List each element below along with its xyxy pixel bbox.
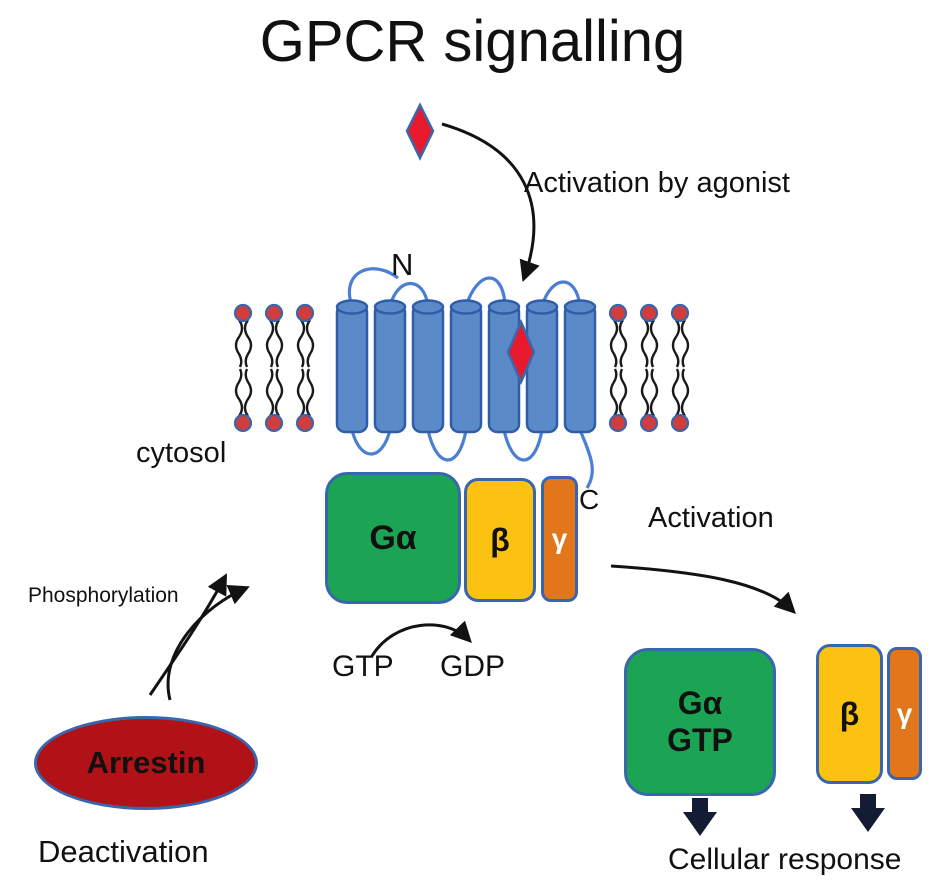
g-gamma-subunit: γ: [541, 476, 578, 602]
free-beta-subunit: β: [816, 644, 883, 784]
label-cytosol: cytosol: [136, 437, 227, 469]
free-gamma-subunit: γ: [887, 647, 922, 780]
arrestin-label: Arrestin: [86, 745, 206, 780]
agonist-diamond-free: [405, 102, 435, 161]
response-arrow-betagamma: [851, 794, 885, 832]
g-alpha-subunit: Gα: [325, 472, 461, 604]
g-beta-label: β: [490, 521, 510, 558]
free-beta-label: β: [839, 695, 860, 732]
arrestin-ellipse: Arrestin: [34, 716, 258, 810]
g-beta-subunit: β: [464, 478, 536, 602]
g-alpha-gtp-subunit: Gα GTP: [624, 648, 776, 796]
tm-helix: [525, 302, 559, 434]
label-c-terminus: C: [579, 484, 600, 515]
label-gtp: GTP: [332, 650, 394, 683]
tm-helix: [373, 302, 407, 434]
tm-helix: [335, 302, 369, 434]
receptor-loops: [347, 267, 594, 489]
g-alpha-gtp-label-top: Gα: [677, 685, 723, 722]
label-phosphorylation: Phosphorylation: [28, 584, 179, 607]
tm-helix: [563, 302, 597, 434]
label-activation: Activation: [648, 502, 774, 534]
label-gdp: GDP: [440, 650, 506, 683]
phosphorylation-arrow-1: [148, 573, 227, 696]
phosphorylation-arrow-2: [166, 584, 250, 701]
g-gamma-label: γ: [551, 523, 568, 554]
label-deactivation: Deactivation: [38, 834, 209, 869]
g-alpha-gtp-label-bottom: GTP: [667, 722, 733, 758]
diagram-title: GPCR signalling: [259, 9, 686, 74]
activation-arrow: [610, 564, 796, 614]
g-alpha-label: Gα: [369, 518, 417, 557]
agonist-diamond-bound: [506, 318, 536, 386]
agonist-activation-arrow: [441, 122, 540, 282]
label-cellular-response: Cellular response: [668, 843, 902, 876]
gtp-gdp-arrow: [370, 620, 472, 657]
label-n-terminus: N: [391, 247, 414, 282]
label-activation-by-agonist: Activation by agonist: [524, 167, 790, 199]
free-gamma-label: γ: [896, 697, 913, 729]
receptor-helices: [335, 299, 597, 434]
response-arrow-alpha: [683, 798, 717, 836]
tm-helix: [411, 302, 445, 434]
tm-helix: [449, 302, 483, 434]
